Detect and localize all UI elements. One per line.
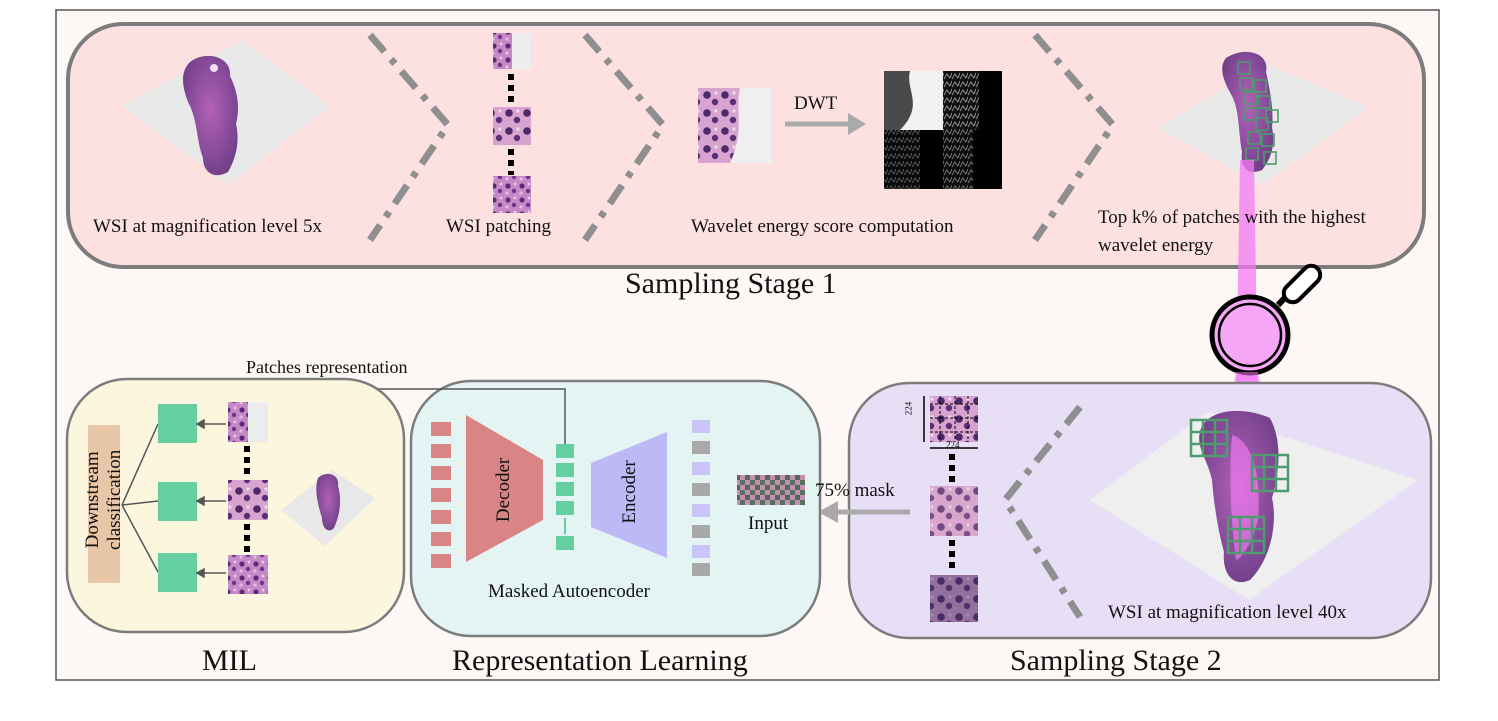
wavelet-label: Wavelet energy score computation (691, 216, 954, 237)
downstream-classification-label: Downstream classification (82, 449, 125, 550)
dwt-input-patch (698, 88, 771, 163)
classifier-branches (121, 423, 159, 573)
wsi-topk-image (1158, 51, 1368, 185)
patches-representation-label: Patches representation (246, 357, 408, 377)
representation-title: Representation Learning (452, 644, 748, 677)
mil-arrows (195, 418, 226, 579)
separator-chevron (1000, 404, 1083, 619)
separator-chevron (1032, 32, 1118, 242)
hr-patch-stack (923, 396, 978, 622)
separator-chevron (582, 32, 668, 242)
arrow-right-icon (785, 113, 866, 135)
masked-input-image (737, 475, 805, 505)
separator-chevron (367, 32, 453, 242)
wsi-5x-label: WSI at magnification level 5x (93, 216, 322, 237)
wsi-40x-label: WSI at magnification level 40x (1108, 602, 1347, 623)
masked-autoencoder-label: Masked Autoencoder (488, 581, 650, 602)
mil-title: MIL (202, 644, 257, 677)
dwt-output-image (884, 71, 1002, 189)
mil-patches (228, 402, 268, 594)
magnifier-icon (1209, 263, 1323, 376)
input-label: Input (748, 513, 789, 534)
stage1-title: Sampling Stage 1 (625, 267, 837, 300)
topk-label-line1: Top k% of patches with the highest (1098, 207, 1366, 228)
input-tokens (692, 420, 710, 576)
topk-label-line2: wavelet energy (1098, 235, 1214, 256)
patch-stack (493, 33, 531, 213)
patch-height-label: 224 (903, 401, 914, 416)
dwt-label: DWT (794, 93, 838, 114)
mask-label: 75% mask (815, 480, 895, 501)
decoder-label: Decoder (493, 457, 515, 523)
latent-tokens (556, 444, 574, 550)
patch-width-label: 224 (946, 440, 960, 450)
decoder-block (466, 415, 543, 562)
encoder-block (591, 432, 667, 558)
downstream-box (88, 425, 120, 583)
encoder-label: Encoder (619, 460, 641, 524)
mil-embeddings (158, 404, 197, 592)
stage2-title: Sampling Stage 2 (1010, 644, 1222, 677)
patching-label: WSI patching (446, 216, 552, 237)
decoder-output-tokens (431, 422, 451, 568)
arrow-left-icon (818, 501, 910, 523)
wsi-40x-image (1090, 410, 1418, 600)
wsi-5x-image (122, 40, 330, 185)
mil-wsi-thumbnail (281, 470, 375, 546)
